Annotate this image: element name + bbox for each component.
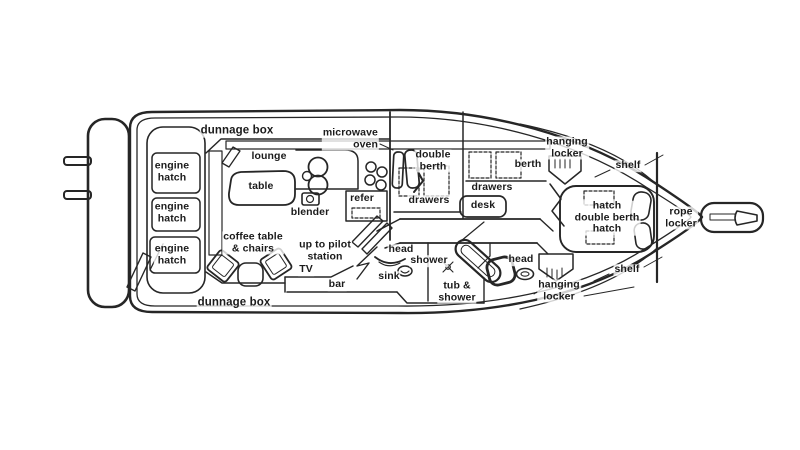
sink-shape [397,265,413,277]
bulkheads [376,111,565,302]
toilet-shape [485,255,517,287]
sink-bowl [307,156,329,178]
coffee-table [237,262,264,287]
swim-platform [63,117,131,309]
galley [295,143,394,222]
hatch-outline [583,190,615,206]
bow-pulpit [699,201,765,234]
coffee-table-and-chairs [206,247,293,287]
stove-burner [376,166,388,178]
cockpit [126,126,206,294]
ladder-rung [63,156,92,166]
engine-hatch-box [149,236,201,274]
hatch-handle [126,252,152,292]
lounge-settee [208,150,223,256]
chair [259,247,293,281]
double-berth-cabin [391,149,462,213]
stairs [351,215,393,280]
sink-shape [515,267,535,281]
forward-berth [559,185,655,253]
engine-hatch-box [151,197,201,232]
stove-burner [365,161,377,173]
anchor-icon [709,213,736,221]
shelf-lines [519,123,664,310]
berth-desk-cabin [459,151,547,218]
aft-head-fixtures [374,256,454,277]
chair [206,249,240,283]
engine-hatch-box [151,152,201,194]
sink-bowl [307,174,329,196]
blender-icon [301,192,320,206]
hatch-outline [585,230,615,245]
stove-burner [375,179,387,191]
refrigerator-box [345,190,388,222]
tub-shower-shape [454,238,502,284]
dinette-table [228,170,296,206]
ladder-rung [63,190,92,200]
stove-burner [364,174,376,186]
toilet-shape [374,256,406,264]
mid-head-fixtures [477,242,535,287]
bar-counter [284,265,354,278]
desk-shape [459,195,507,218]
